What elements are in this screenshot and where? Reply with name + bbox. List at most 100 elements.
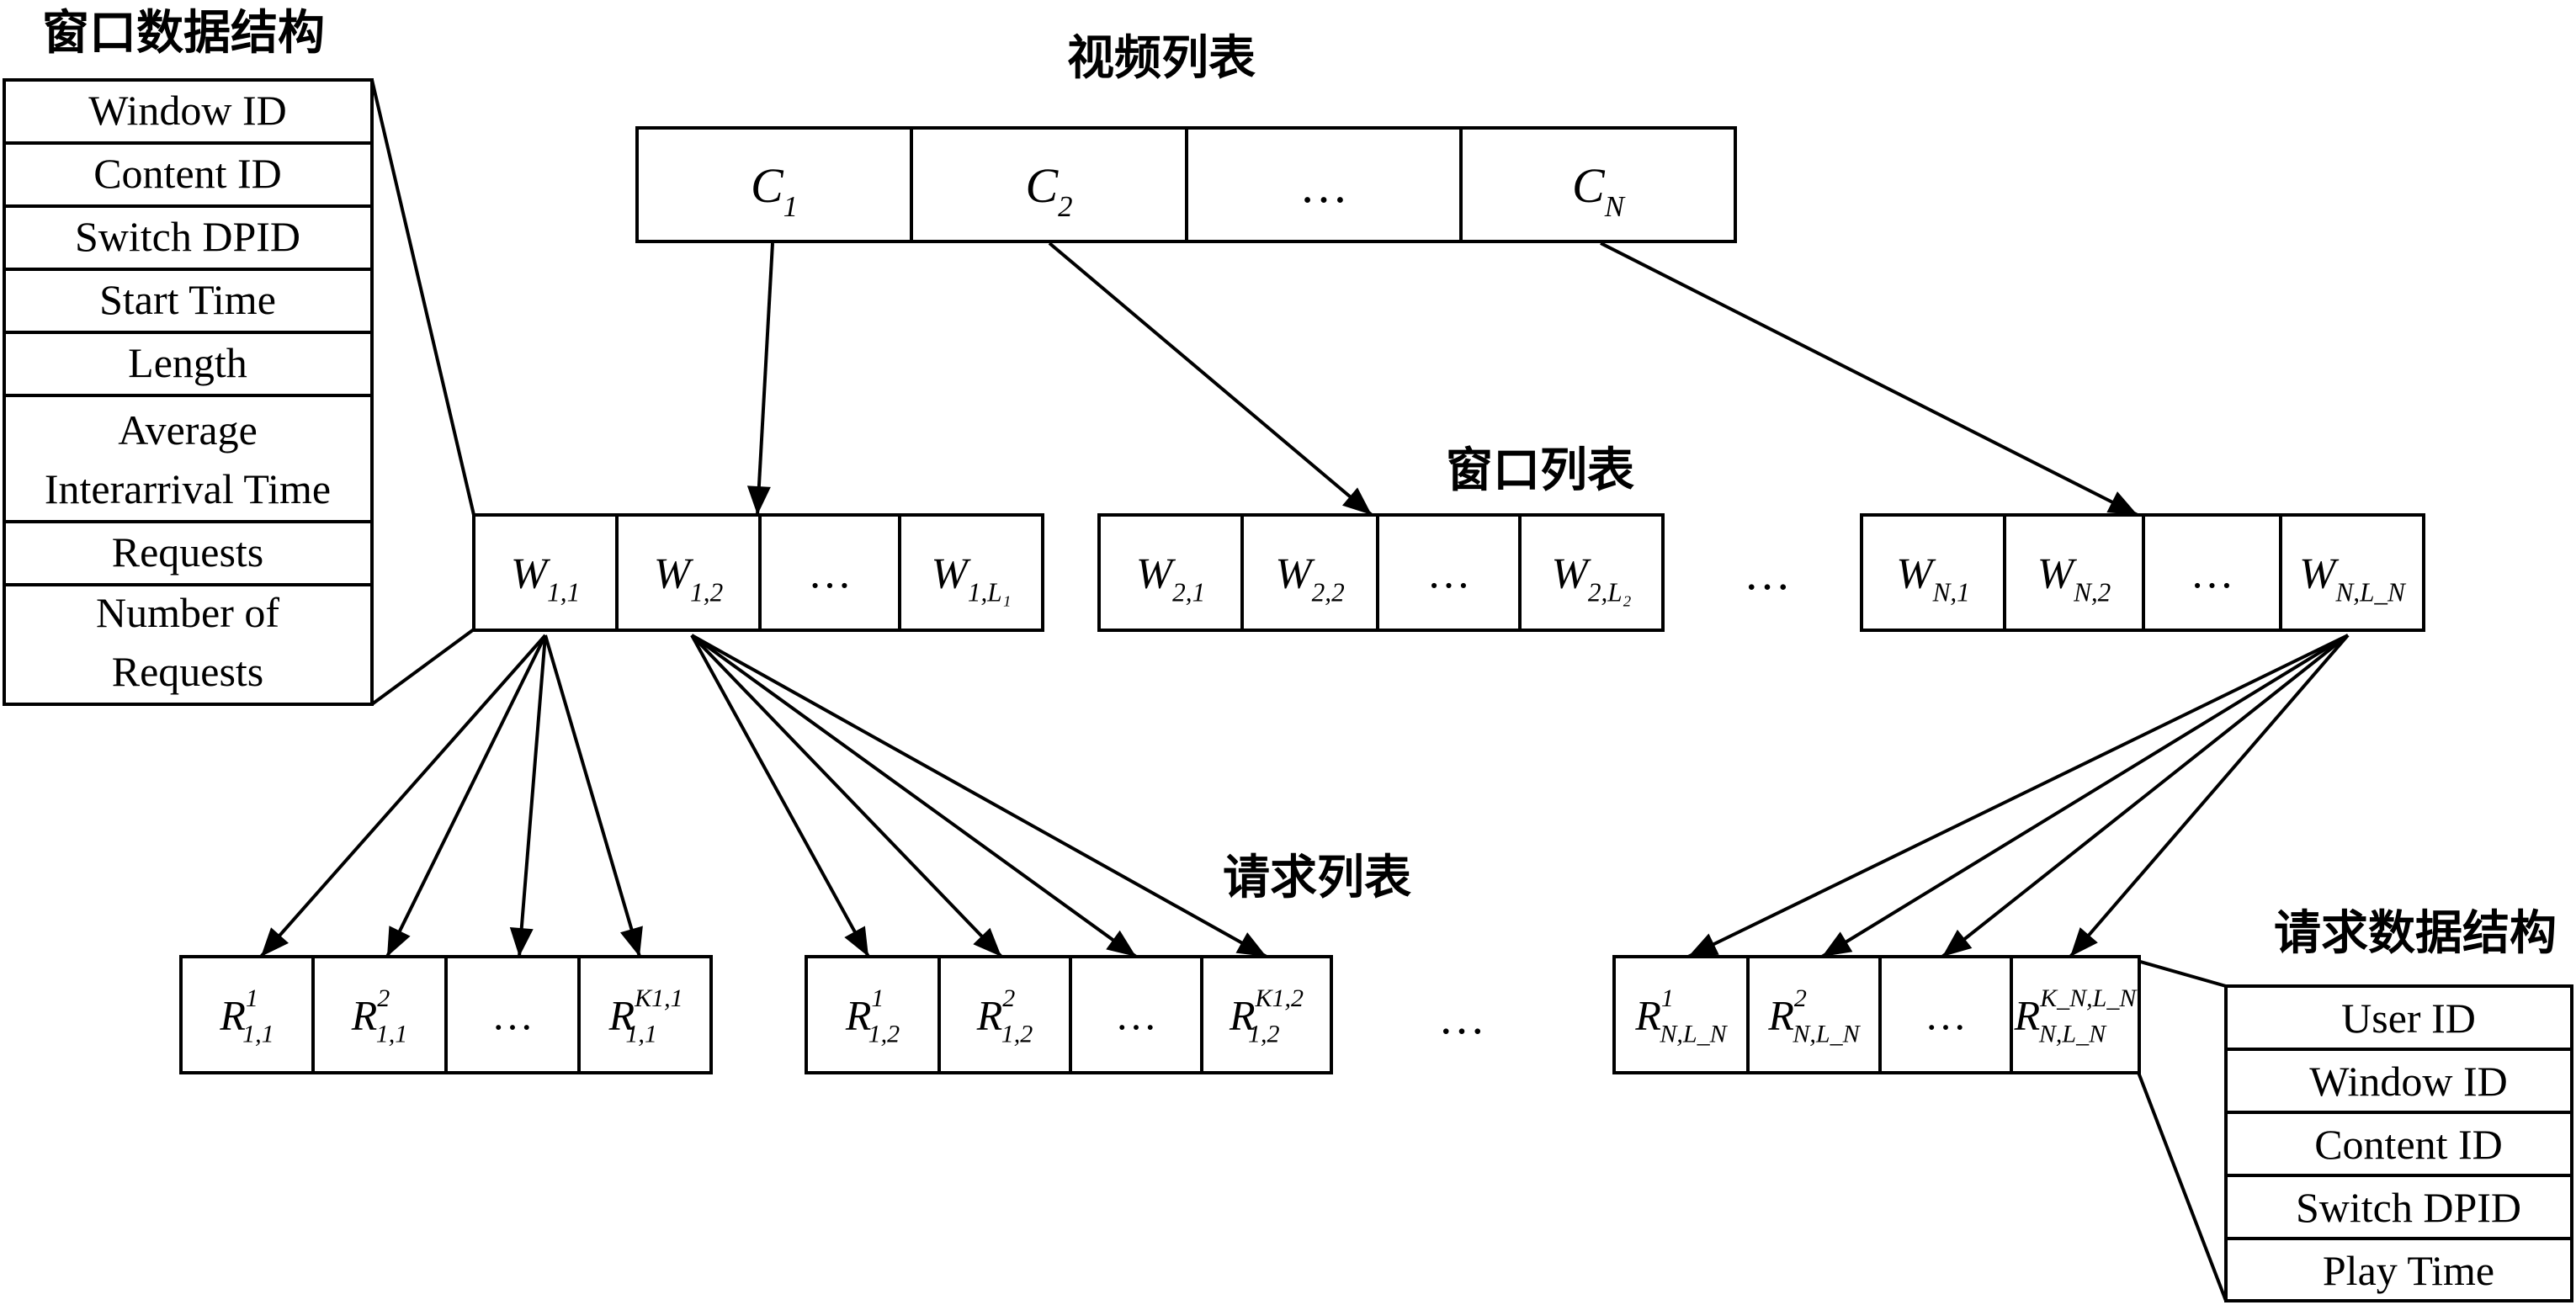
window-struct-connector [370, 628, 475, 706]
request-struct-field: Window ID [2309, 1058, 2507, 1105]
request-cell-label: … [1925, 992, 1967, 1039]
window-struct-field: Content ID [93, 150, 282, 197]
window-struct-field: Interarrival Time [45, 465, 331, 512]
window-cell: W1,1 [472, 513, 619, 632]
window-cell: … [2142, 513, 2282, 632]
window-cell: … [758, 513, 901, 632]
video-list-row: C1 C2 … CN [635, 126, 1737, 243]
request-cell-label: … [491, 992, 534, 1039]
request-struct-field: Switch DPID [2296, 1184, 2521, 1231]
request-struct-connector [2137, 959, 2227, 988]
window-struct-field: Requests [112, 648, 264, 695]
request-cell-label: … [1115, 992, 1157, 1039]
window-cell: WN,L_N [2279, 513, 2425, 632]
arrow [690, 634, 870, 958]
window-cell-label: … [1427, 550, 1471, 598]
window-struct-field: Window ID [88, 87, 286, 134]
window-cell-label: W1,2 [654, 550, 723, 607]
window-struct-field: Start Time [99, 276, 276, 323]
video-cell: … [1185, 126, 1463, 243]
window-cell: WN,1 [1860, 513, 2006, 632]
window-group: W1,1 W1,2 … W1,L₁ [472, 513, 1044, 632]
window-struct-field: Requests [112, 528, 264, 576]
window-cell: … [1376, 513, 1522, 632]
request-struct-table: User ID Window ID Content ID Switch DPID… [2224, 984, 2573, 1302]
arrow [690, 634, 1138, 958]
window-struct-connector [370, 79, 475, 516]
arrow [746, 242, 774, 516]
window-struct-field: Average [118, 406, 258, 454]
window-cell: W2,L₂ [1518, 513, 1665, 632]
request-cell: … [1069, 955, 1203, 1074]
video-cell: C1 [635, 126, 913, 243]
window-cell-label: WN,L_N [2299, 550, 2407, 607]
window-group: W2,1 W2,2 … W2,L₂ [1097, 513, 1665, 632]
arrow [385, 634, 547, 958]
window-cell-label: W2,L₂ [1552, 550, 1632, 607]
window-cell-label: … [2191, 550, 2234, 598]
window-struct-field: Number of [96, 589, 279, 636]
video-cell: C2 [910, 126, 1188, 243]
arrow [1941, 634, 2350, 958]
arrow [1600, 241, 2138, 517]
arrow [1687, 634, 2349, 958]
request-cell: … [444, 955, 581, 1074]
video-cell-label: … [1299, 158, 1348, 213]
window-cell: W2,1 [1097, 513, 1244, 632]
request-cell: … [1878, 955, 2013, 1074]
arrow [691, 634, 1267, 958]
window-cell-label: … [808, 550, 852, 598]
request-struct-field: User ID [2341, 995, 2476, 1042]
request-struct-title: 请求数据结构 [2274, 906, 2557, 961]
window-struct-title: 窗口数据结构 [42, 6, 325, 61]
arrows [259, 241, 2350, 958]
request-struct-field: Content ID [2314, 1121, 2503, 1168]
window-struct-table: Window ID Content ID Switch DPID Start T… [3, 78, 374, 706]
window-cell-label: W1,1 [511, 550, 580, 607]
video-cell-label: CN [1572, 158, 1626, 223]
window-cell-label: WN,2 [2037, 550, 2111, 607]
window-group: WN,1 WN,2 … WN,L_N [1860, 513, 2425, 632]
request-list-title: 请求列表 [1223, 851, 1411, 905]
window-cell: W2,2 [1240, 513, 1379, 632]
window-cell: W1,2 [615, 513, 762, 632]
arrow [1048, 241, 1373, 517]
window-cell: WN,2 [2003, 513, 2145, 632]
video-cell-label: C2 [1025, 158, 1072, 223]
window-list-title: 窗口列表 [1446, 443, 1634, 498]
request-struct-field: Play Time [2323, 1247, 2494, 1294]
window-cell-label: W2,2 [1275, 550, 1344, 607]
request-struct-connector [2136, 1069, 2228, 1302]
arrow [544, 634, 643, 958]
arrow [1820, 634, 2350, 958]
window-struct-field: Length [128, 339, 247, 386]
window-groups-ellipsis: … [1744, 548, 1791, 600]
window-cell-label: W2,1 [1136, 550, 1205, 607]
video-cell-label: C1 [751, 158, 798, 223]
window-cell-label: W1,L₁ [932, 550, 1012, 607]
arrow [259, 634, 547, 958]
window-struct-field: Switch DPID [75, 213, 300, 260]
window-cell-label: WN,1 [1896, 550, 1970, 607]
